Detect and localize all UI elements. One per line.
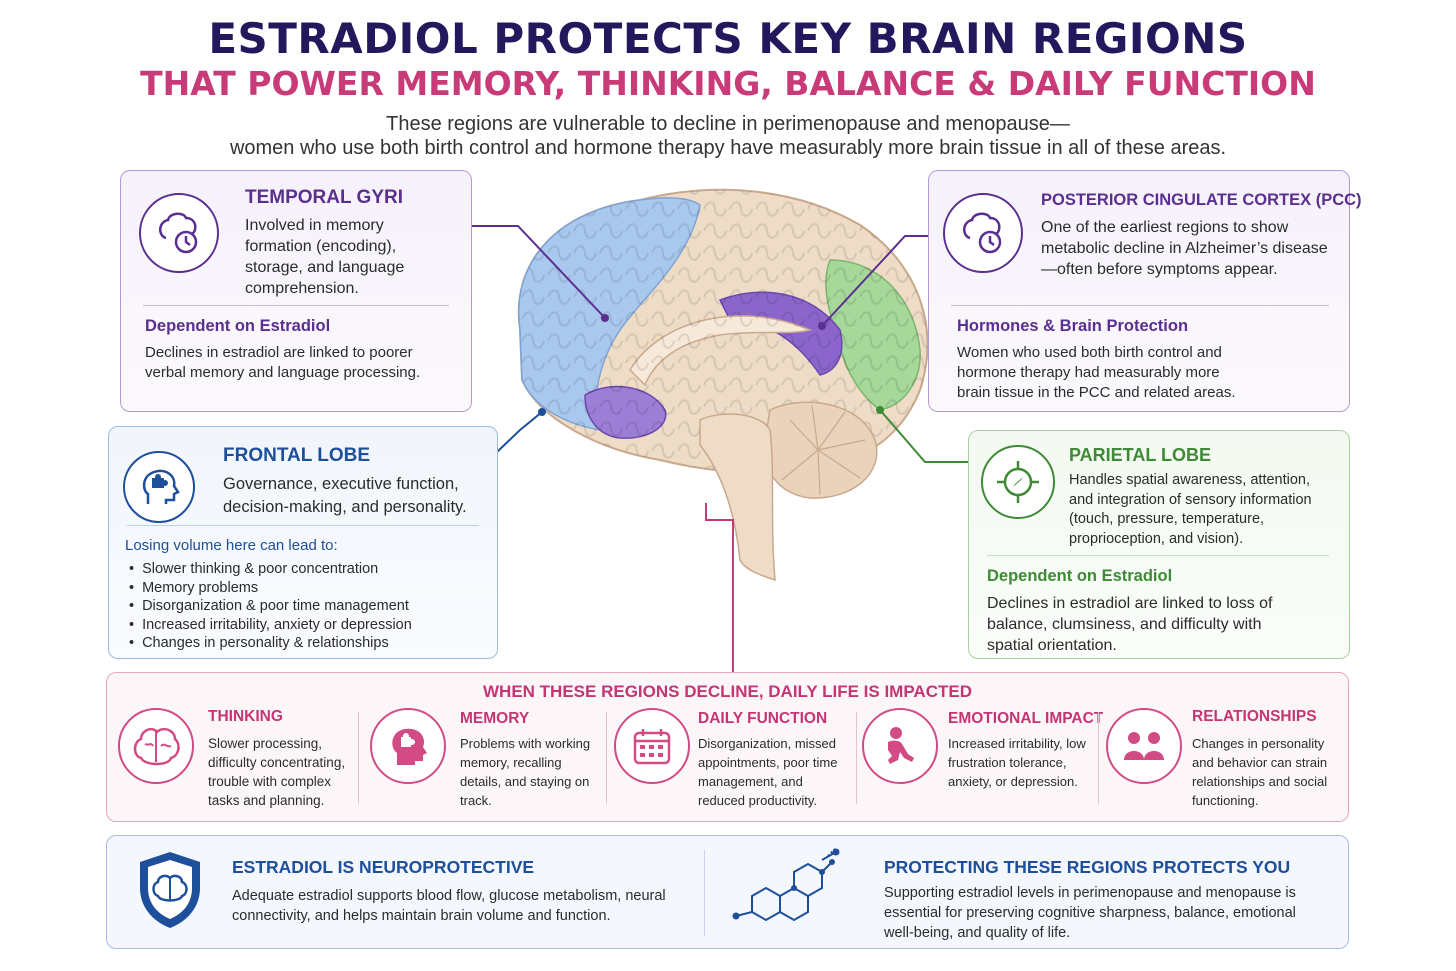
frontal-sub-heading: Losing volume here can lead to:: [125, 537, 338, 554]
frontal-lobe-region: [518, 197, 701, 431]
corpus-callosum: [629, 315, 813, 387]
impact-item-relationships: RELATIONSHIPS Changes in personality and…: [1106, 700, 1346, 810]
protect-text: Supporting estradiol levels in perimenop…: [884, 885, 1296, 941]
calendar-icon: [614, 708, 690, 784]
cingulate-region: [718, 291, 843, 376]
compass-icon: [981, 445, 1055, 519]
impact-title: THINKING: [208, 708, 283, 725]
parietal-heading: PARIETAL LOBE: [1069, 445, 1212, 465]
temporal-desc: Involved in memory formation (encoding),…: [245, 217, 405, 297]
brain-clock-icon: [943, 193, 1023, 273]
connector-pcc: [821, 235, 928, 327]
connector-frontal: [496, 411, 543, 453]
impact-separator: [358, 712, 359, 804]
frontal-bullet: Disorganization & poor time management: [129, 597, 412, 616]
cerebellum: [763, 401, 878, 499]
parietal-divider: [987, 555, 1329, 556]
impact-title: MEMORY: [460, 710, 530, 727]
pcc-card: POSTERIOR CINGULATE CORTEX (PCC) One of …: [928, 170, 1362, 412]
impact-item-thinking: THINKING Slower processing, difficulty c…: [118, 700, 358, 810]
neuro-text: Adequate estradiol supports blood flow, …: [232, 888, 666, 924]
temporal-heading: TEMPORAL GYRI: [245, 187, 403, 208]
neuro-heading: ESTRADIOL IS NEUROPROTECTIVE: [232, 857, 535, 877]
temporal-sub-desc: Declines in estradiol are linked to poor…: [145, 344, 421, 381]
intro-line-1: These regions are vulnerable to decline …: [386, 113, 1070, 135]
molecule-icon: [732, 842, 852, 932]
parietal-sub-desc: Declines in estradiol are linked to loss…: [987, 595, 1273, 654]
bottom-panel: [106, 835, 1349, 949]
frontal-bullet: Changes in personality & relationships: [129, 634, 412, 653]
impact-title: DAILY FUNCTION: [698, 710, 828, 727]
frontal-bullet: Memory problems: [129, 579, 412, 598]
frontal-bullet: Slower thinking & poor concentration: [129, 560, 412, 579]
brain-icon: [118, 708, 194, 784]
temporal-region: [584, 385, 667, 439]
impact-text: Increased irritability, low frustration …: [948, 736, 1086, 789]
impact-text: Disorganization, missed appointments, po…: [698, 736, 838, 808]
impact-separator: [606, 712, 607, 804]
frontal-heading: FRONTAL LOBE: [223, 445, 371, 466]
intro-text: These regions are vulnerable to decline …: [0, 112, 1456, 160]
connector-impact: [705, 503, 734, 672]
cerebrum-shape: [517, 188, 929, 473]
impact-item-emotional: EMOTIONAL IMPACT Increased irritability,…: [862, 700, 1103, 810]
pcc-divider: [951, 305, 1329, 306]
impact-text: Slower processing, difficulty concentrat…: [208, 736, 346, 808]
temporal-gyri-card: TEMPORAL GYRI Involved in memory formati…: [120, 170, 472, 412]
frontal-lobe-card: FRONTAL LOBE Governance, executive funct…: [108, 426, 498, 659]
impact-separator: [856, 712, 857, 804]
impact-text: Changes in personality and behavior can …: [1192, 736, 1328, 808]
parietal-lobe-card: PARIETAL LOBE Handles spatial awareness,…: [968, 430, 1350, 659]
frontal-bullet: Increased irritability, anxiety or depre…: [129, 616, 412, 635]
connector-parietal: [879, 409, 968, 463]
bottom-separator: [704, 850, 705, 936]
protect-heading: PROTECTING THESE REGIONS PROTECTS YOU: [884, 857, 1291, 877]
pcc-desc: One of the earliest regions to show meta…: [1041, 219, 1328, 278]
impact-title: EMOTIONAL IMPACT: [948, 710, 1104, 727]
impact-title: RELATIONSHIPS: [1192, 708, 1317, 725]
head-puzzle-icon: [123, 451, 195, 523]
intro-line-2: women who use both birth control and hor…: [229, 137, 1227, 159]
impact-item-memory: MEMORY Problems with working memory, rec…: [370, 700, 606, 810]
brain-clock-icon: [139, 193, 219, 273]
pcc-heading: POSTERIOR CINGULATE CORTEX (PCC): [1041, 191, 1362, 209]
pcc-sub-heading: Hormones & Brain Protection: [957, 317, 1189, 335]
page-title: ESTRADIOL PROTECTS KEY BRAIN REGIONS: [208, 14, 1248, 63]
temporal-sub-heading: Dependent on Estradiol: [145, 317, 331, 335]
parietal-sub-heading: Dependent on Estradiol: [987, 567, 1173, 585]
impact-item-daily-function: DAILY FUNCTION Disorganization, missed a…: [614, 700, 854, 810]
parietal-desc: Handles spatial awareness, attention, an…: [1069, 472, 1312, 547]
parietal-lobe-region: [825, 259, 921, 411]
connector-temporal: [470, 225, 606, 319]
temporal-divider: [143, 305, 449, 306]
impact-text: Problems with working memory, recalling …: [460, 736, 591, 808]
brainstem: [699, 413, 776, 582]
head-puzzle-icon: [370, 708, 446, 784]
sad-person-icon: [862, 708, 938, 784]
impact-separator: [1098, 712, 1099, 804]
page-subtitle: THAT POWER MEMORY, THINKING, BALANCE & D…: [140, 64, 1316, 103]
pcc-sub-desc: Women who used both birth control and ho…: [957, 344, 1236, 401]
people-icon: [1106, 708, 1182, 784]
shield-brain-icon: [134, 848, 206, 932]
impact-heading: WHEN THESE REGIONS DECLINE, DAILY LIFE I…: [483, 682, 972, 701]
frontal-desc: Governance, executive function, decision…: [223, 475, 467, 516]
frontal-divider: [127, 525, 479, 526]
frontal-bullet-list: Slower thinking & poor concentration Mem…: [129, 560, 412, 653]
